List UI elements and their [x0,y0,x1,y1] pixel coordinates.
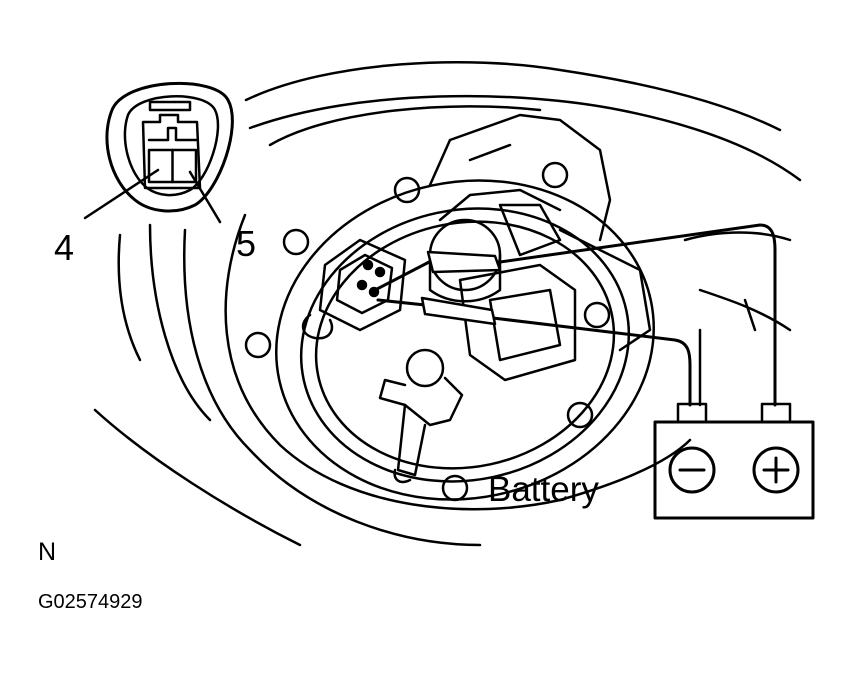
pump-connector [301,238,407,340]
pin-5-label: 5 [236,223,257,264]
fuel-pump-flange [275,179,655,501]
vehicle-body-outline [93,60,802,547]
test-leads [373,223,777,407]
connector-icon [83,81,234,224]
battery-label: Battery [488,470,599,509]
figure-code: G02574929 [38,591,143,613]
pin-4-label: 4 [54,227,75,268]
pump-top-unit [428,113,652,382]
corner-mark: N [38,538,57,566]
fuel-hose [378,348,464,484]
plus-icon [752,446,800,494]
mounting-bolts [244,161,611,502]
minus-icon [668,446,716,494]
battery-symbol [653,402,815,520]
